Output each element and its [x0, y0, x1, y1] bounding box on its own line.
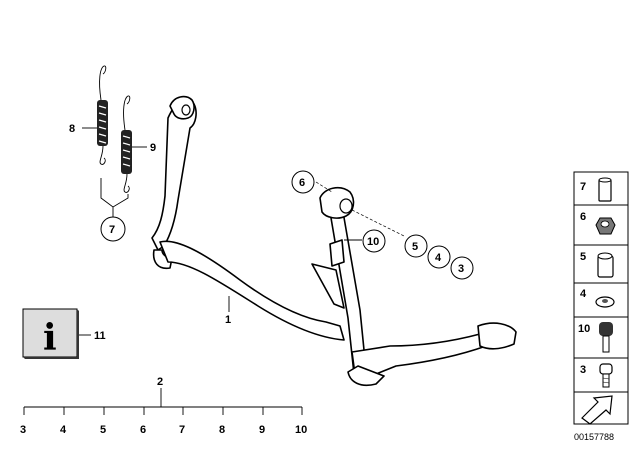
- callout-10-circle[interactable]: [362, 229, 386, 253]
- stop-buffer-icon[interactable]: [599, 322, 613, 353]
- spring-9[interactable]: [121, 95, 132, 193]
- spring-8-label: 8: [69, 123, 75, 135]
- callout-6-circle[interactable]: [291, 170, 315, 194]
- bolt-icon[interactable]: [599, 363, 613, 388]
- image-number: 00157788: [574, 432, 614, 442]
- axis-label-9: 9: [259, 424, 265, 436]
- washer-icon[interactable]: [595, 296, 615, 308]
- callout-6-leader: [315, 181, 333, 193]
- axis-label-3: 3: [20, 424, 26, 436]
- bushing-icon[interactable]: [597, 252, 614, 278]
- side-panel-label-6: 6: [580, 211, 586, 223]
- sleeve-icon[interactable]: [598, 177, 612, 202]
- arrow-icon: [581, 395, 613, 425]
- part-range-axis: [23, 388, 303, 415]
- spring-group-label: 7: [109, 224, 115, 236]
- callout-3-label: 3: [458, 263, 464, 275]
- callout-5-circle[interactable]: [404, 234, 428, 258]
- callout-4-label: 4: [435, 252, 442, 264]
- axis-label-10: 10: [295, 424, 307, 436]
- stand-label: 1: [225, 314, 231, 326]
- axis-label-4: 4: [60, 424, 67, 436]
- spring-8[interactable]: [97, 65, 108, 165]
- axis-label-8: 8: [219, 424, 225, 436]
- callout-10-label: 10: [367, 236, 379, 248]
- info-box[interactable]: [22, 308, 79, 359]
- info-glyph: i: [43, 317, 57, 359]
- spring-group-bracket: [100, 178, 129, 208]
- axis-header-label: 2: [157, 376, 163, 388]
- callout-4-circle[interactable]: [427, 245, 451, 269]
- side-panel-label-7: 7: [580, 181, 586, 193]
- axis-label-5: 5: [100, 424, 106, 436]
- nut-icon[interactable]: [595, 217, 616, 235]
- side-panel-label-4: 4: [580, 288, 587, 300]
- side-panel-label-3: 3: [580, 364, 586, 376]
- callout-6-label: 6: [299, 177, 305, 189]
- side-panel-label-5: 5: [580, 251, 586, 263]
- callout-3-circle[interactable]: [450, 256, 474, 280]
- callout-5-label: 5: [412, 241, 418, 253]
- callout-7-circle[interactable]: [100, 216, 126, 242]
- axis-label-6: 6: [140, 424, 146, 436]
- spring-9-label: 9: [150, 142, 156, 154]
- center-stand[interactable]: [151, 95, 517, 387]
- axis-label-7: 7: [179, 424, 185, 436]
- info-label: 11: [94, 330, 106, 342]
- side-panel-label-10: 10: [578, 323, 590, 335]
